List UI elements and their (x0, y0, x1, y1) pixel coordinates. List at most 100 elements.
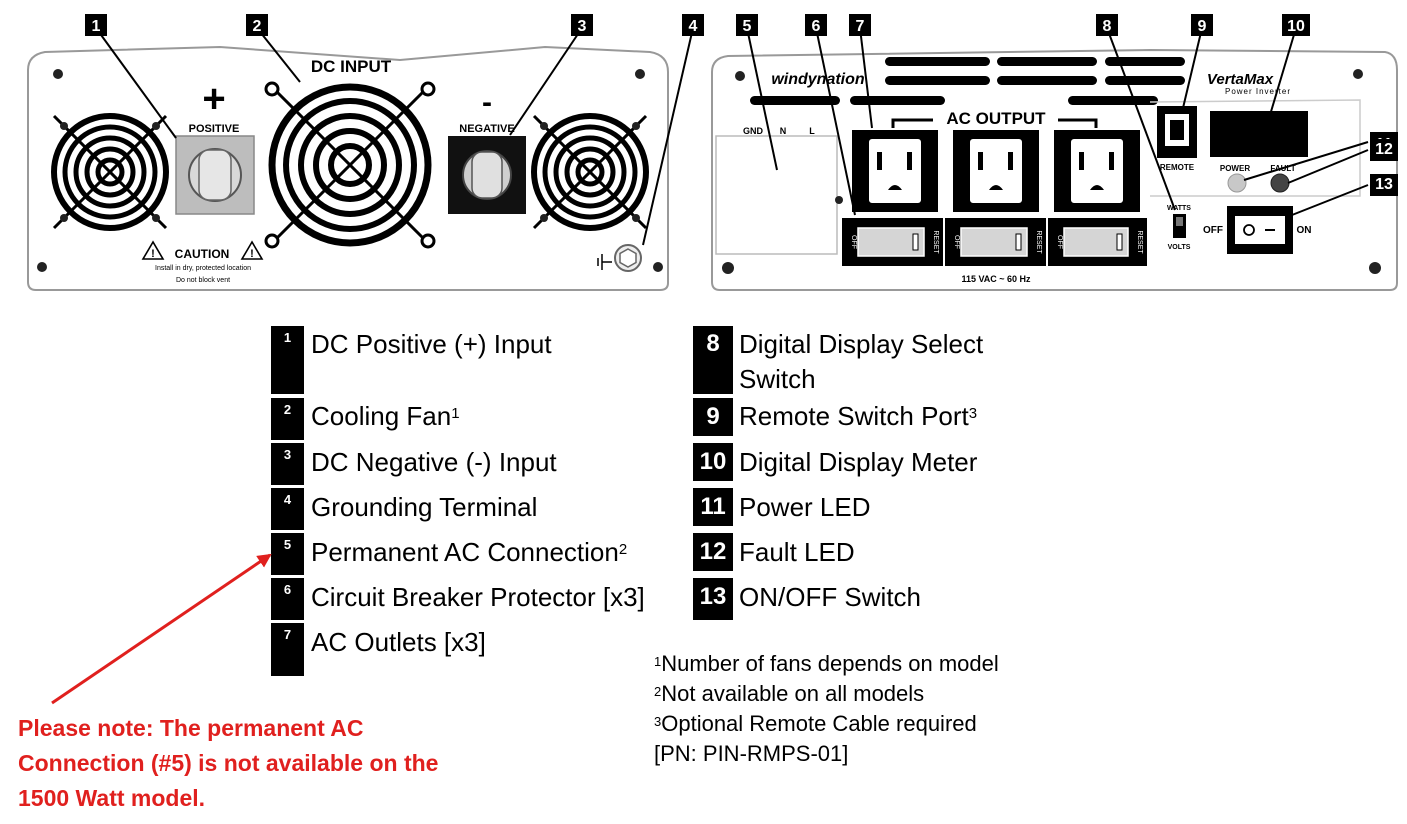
legend-item: ON/OFF Switch (739, 580, 921, 614)
caution-block: ! CAUTION ! Install in dry, protected lo… (141, 240, 264, 284)
footnote-text: Not available on all models (661, 681, 925, 706)
legend-number: 12 (693, 533, 733, 571)
callout-badge-8 (1096, 14, 1118, 36)
legend-text: DC Positive (+) Input (311, 329, 552, 359)
ac-output-bracket (891, 118, 1098, 128)
mount-hole (1353, 69, 1363, 79)
legend-item: Digital Display Meter (739, 445, 977, 479)
vent-slots (750, 57, 1185, 105)
terminal-gnd-label: GND (743, 126, 764, 136)
legend-text: Cooling Fan (311, 401, 452, 431)
ground-terminal-nut (619, 248, 637, 268)
legend-text: Circuit Breaker Protector [x3] (311, 582, 645, 612)
legend-text: Digital Display Meter (739, 447, 978, 477)
positive-label: POSITIVE (189, 123, 240, 135)
callout-badge-1 (85, 14, 107, 36)
breaker-off-label: OFF (1056, 235, 1063, 249)
callout-label-5: 5 (743, 18, 752, 35)
callout-badge-12: 12 (1370, 139, 1398, 161)
legend-item: Cooling Fan1 (311, 399, 460, 433)
callout-badge-2 (246, 14, 268, 36)
mount-hole (635, 69, 645, 79)
grounding-terminal (597, 244, 642, 272)
legend-number: 8 (693, 326, 733, 394)
breaker-reset-label: RESET (932, 230, 939, 254)
product-name: VertaMax (1207, 71, 1274, 88)
dc-input-label: DC INPUT (311, 57, 392, 76)
legend-text: Digital Display Select (739, 329, 984, 359)
mount-hole (722, 262, 734, 274)
product-sub: Power Inverter (1225, 87, 1291, 96)
callout-label-2: 2 (253, 18, 262, 35)
note-line1: Please note: The permanent AC (18, 715, 364, 741)
footnote-text: Optional Remote Cable required (661, 711, 977, 736)
legend-item: DC Negative (-) Input (311, 445, 557, 479)
digital-display-meter (1210, 111, 1308, 157)
footnote-mark: 2 (654, 684, 662, 699)
callout-label-3: 3 (578, 18, 587, 35)
legend-text: Power LED (739, 492, 871, 522)
callout-label-10: 10 (1287, 18, 1305, 35)
mount-hole (37, 262, 47, 272)
mount-hole (653, 262, 663, 272)
legend-number: 11 (693, 488, 733, 526)
warning-icon-mark: ! (250, 248, 254, 260)
legend-text: Switch (739, 364, 816, 394)
callout-label-7: 7 (856, 18, 865, 35)
callout-badge-4 (682, 14, 704, 36)
note-line2: Connection (#5) is not available on the (18, 750, 439, 776)
callout-label-1: 1 (92, 18, 101, 35)
power-led-label: POWER (1220, 164, 1250, 173)
rear-panel: windynation VertaMax Power Inverter GND … (711, 48, 1398, 291)
note-line3: 1500 Watt model. (18, 785, 206, 811)
remote-label: REMOTE (1160, 163, 1195, 172)
legend-number: 13 (693, 578, 733, 620)
ac-output-label: AC OUTPUT (946, 109, 1046, 128)
breaker-off-label: OFF (850, 235, 857, 249)
callout-label-8: 8 (1103, 18, 1112, 35)
legend-number: 4 (271, 488, 304, 530)
callout-label-6: 6 (812, 18, 821, 35)
front-panel: DC INPUT + POSITIVE - NEGATIVE ! CAUTION… (27, 45, 669, 291)
legend-number: 10 (693, 443, 733, 481)
callout-label-4: 4 (689, 18, 698, 35)
legend-item: Remote Switch Port3 (739, 399, 977, 433)
negative-terminal-cap (471, 151, 503, 199)
legend-text: Remote Switch Port (739, 401, 969, 431)
callout-badge-9 (1191, 14, 1213, 36)
callout-badge-5 (736, 14, 758, 36)
legend-text: ON/OFF Switch (739, 582, 922, 612)
legend-text: Fault LED (739, 537, 855, 567)
caution-label: CAUTION (175, 247, 230, 261)
cooling-fan-right (531, 113, 649, 231)
positive-sign: + (202, 77, 225, 121)
leader-lines (95, 27, 1369, 246)
negative-sign: - (482, 86, 492, 119)
footnote: 1Number of fans depends on model (654, 649, 999, 679)
legend-number: 2 (271, 398, 304, 440)
mount-hole (53, 69, 63, 79)
footnote-ref: 3 (968, 405, 978, 422)
brand-logo: windynation (771, 71, 865, 88)
warning-icon (141, 240, 165, 260)
terminal-n-label: N (780, 126, 787, 136)
breaker-reset-label: RESET (1136, 230, 1143, 254)
caution-line2: Do not block vent (176, 277, 230, 284)
permanent-ac-connection (715, 135, 838, 255)
legend-number: 5 (271, 533, 304, 575)
switch-on-label: ON (1297, 225, 1312, 236)
circuit-breakers: OFF RESET OFF RESET OFF RESET (842, 218, 1147, 266)
volts-label: VOLTS (1168, 244, 1191, 251)
ac-outlets (852, 130, 1140, 212)
legend-item: Power LED (739, 490, 871, 524)
mount-hole (735, 71, 745, 81)
power-led (1227, 173, 1247, 193)
footnote: 3Optional Remote Cable required (654, 709, 977, 739)
legend-number: 9 (693, 398, 733, 436)
callout-badge-13: 13 (1370, 174, 1398, 196)
footnote-text: Number of fans depends on model (661, 651, 999, 676)
callout-badge-6 (805, 14, 827, 36)
legend-number: 7 (271, 623, 304, 676)
footnote: [PN: PIN-RMPS-01] (654, 739, 848, 769)
negative-label: NEGATIVE (459, 123, 514, 135)
